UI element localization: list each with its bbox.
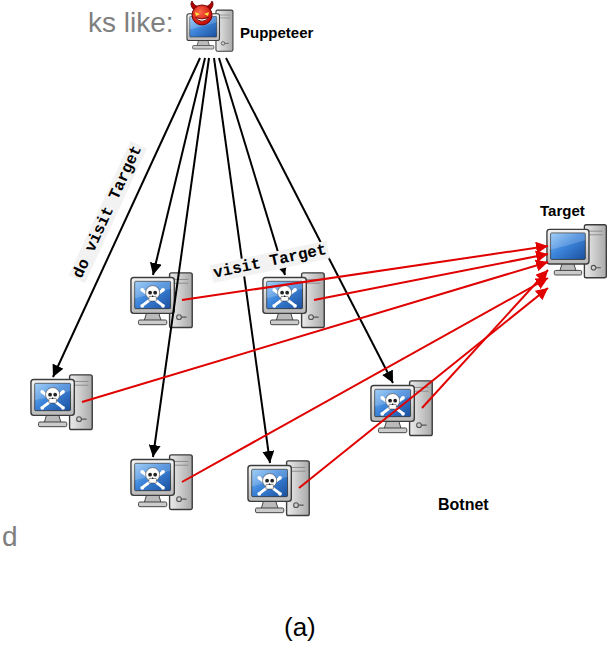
skull-icon xyxy=(257,474,282,496)
node-label: Puppeteer xyxy=(240,24,313,42)
attack-arrow xyxy=(82,262,548,402)
puppeteer-node: Puppeteer xyxy=(182,0,322,58)
skull-icon xyxy=(272,286,297,308)
skull-icon xyxy=(140,468,165,490)
cut-off-text: ks like: xyxy=(88,6,174,40)
skull-icon xyxy=(40,388,65,410)
attack-arrow xyxy=(299,288,548,488)
subfigure-caption: (a) xyxy=(284,612,316,643)
attack-arrows xyxy=(182,246,548,488)
command-arrow xyxy=(153,58,205,275)
attack-arrow xyxy=(314,254,548,300)
command-arrow xyxy=(153,58,209,457)
command-arrow xyxy=(219,58,285,275)
cloud-shape xyxy=(6,116,517,607)
cloud-outline xyxy=(0,140,520,620)
command-arrows xyxy=(153,58,393,463)
node-label: Botnet xyxy=(438,495,489,514)
node-label: Target xyxy=(540,202,585,220)
bot-computers xyxy=(31,273,432,516)
attack-arrow xyxy=(182,278,548,482)
target-computer xyxy=(547,225,606,278)
target-node: Target xyxy=(540,200,613,295)
botnet-cloud: Botnet xyxy=(0,140,520,620)
cut-off-text: d xyxy=(2,520,18,554)
arrow-label: do visit Target xyxy=(69,141,148,283)
skull-icon xyxy=(140,286,165,308)
command-arrow xyxy=(53,58,200,377)
devil-face xyxy=(191,1,213,25)
